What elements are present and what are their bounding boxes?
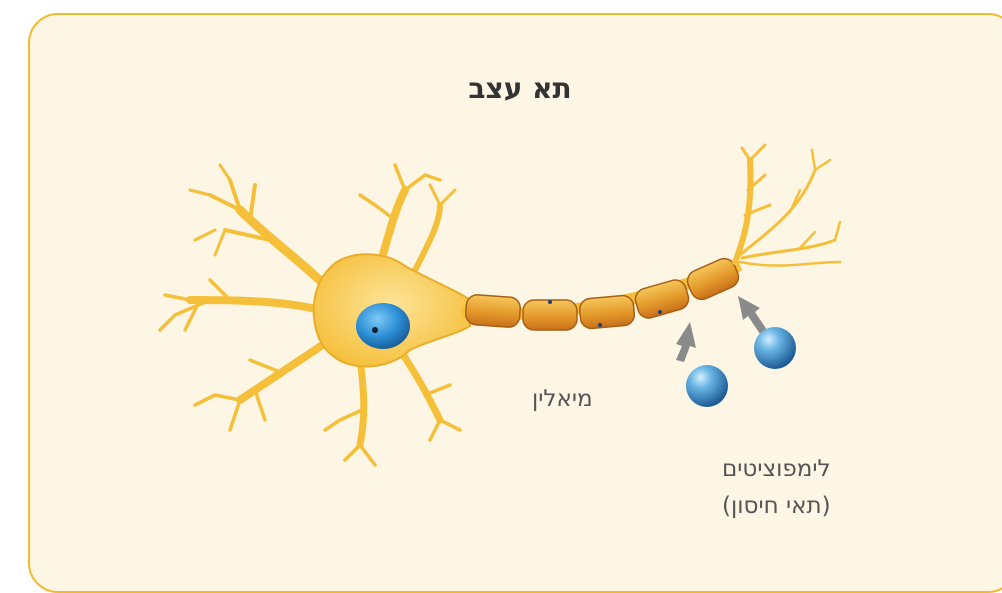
lymphocyte-2 <box>754 327 796 369</box>
neuron-illustration <box>0 0 1002 566</box>
lymphocytes-label-line2: (תאי חיסון) <box>722 488 831 525</box>
nucleolus <box>372 327 378 333</box>
nucleus <box>356 303 410 349</box>
myelin-sheath <box>465 255 742 330</box>
axon-terminals <box>735 145 840 266</box>
arrows <box>676 296 767 362</box>
myelin-label: מיאלין <box>532 386 593 412</box>
lymphocytes-label: לימפוציטים (תאי חיסון) <box>722 451 831 525</box>
lymphocyte-1 <box>686 365 728 407</box>
lymphocytes-label-line1: לימפוציטים <box>722 451 831 488</box>
